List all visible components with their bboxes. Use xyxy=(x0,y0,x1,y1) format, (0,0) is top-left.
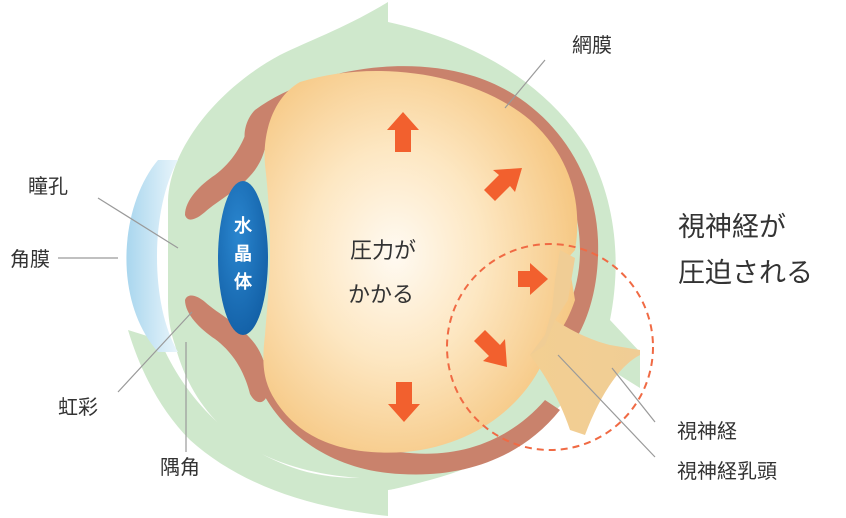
choroid-layer-lower xyxy=(250,360,560,475)
callout-line2: 圧迫される xyxy=(678,258,813,289)
label-angle: 隅角 xyxy=(160,455,200,479)
pressure-arrows xyxy=(387,112,548,422)
arrow-right xyxy=(518,263,548,295)
label-pupil: 瞳孔 xyxy=(28,174,68,198)
optic-nerve-highlight xyxy=(446,243,654,451)
arrow-up-right xyxy=(484,168,522,201)
leader-lines xyxy=(58,59,656,458)
lens-shape xyxy=(218,181,268,335)
pressure-text-line2: かかる xyxy=(348,283,414,308)
lens-label: 水 晶 体 xyxy=(234,215,253,293)
lens-char-1: 水 xyxy=(234,215,253,237)
label-iris: 虹彩 xyxy=(58,395,98,419)
lens-char-2: 晶 xyxy=(234,244,252,265)
arrow-down xyxy=(388,382,420,422)
label-retina: 網膜 xyxy=(572,33,612,57)
pressure-text-line1: 圧力が xyxy=(350,239,416,264)
label-optic-disc: 視神経乳頭 xyxy=(677,459,777,483)
callout-line1: 視神経が xyxy=(678,212,786,243)
optic-nerve xyxy=(530,320,640,435)
lens-char-3: 体 xyxy=(234,271,253,293)
arrow-down-right xyxy=(474,330,507,367)
cornea-shape xyxy=(126,160,178,352)
label-optic-nerve: 視神経 xyxy=(677,419,737,443)
iris-lower xyxy=(185,295,269,403)
label-cornea: 角膜 xyxy=(10,247,50,271)
arrow-up xyxy=(387,112,419,152)
iris-upper xyxy=(185,111,269,220)
optic-disc xyxy=(530,250,575,355)
